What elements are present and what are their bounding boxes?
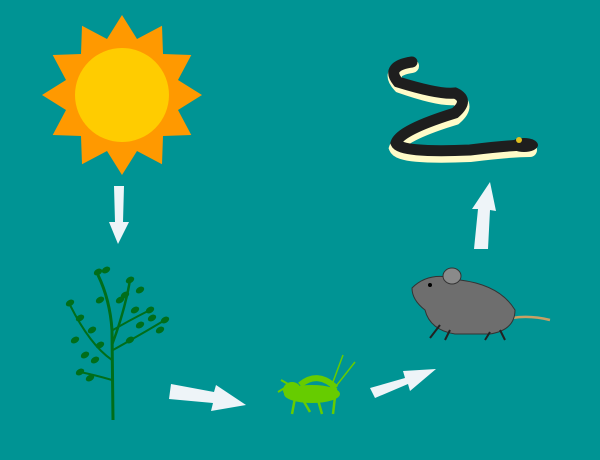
- leaf: [75, 314, 85, 322]
- leaf: [115, 296, 125, 304]
- leaf: [95, 296, 105, 304]
- leaf: [120, 291, 130, 299]
- leaf: [101, 266, 111, 274]
- leaf: [135, 286, 145, 294]
- leaf: [80, 351, 90, 359]
- leaf: [87, 326, 97, 334]
- leaf: [90, 356, 100, 364]
- grasshopper-icon: [277, 354, 356, 415]
- leaf: [155, 326, 165, 334]
- arrow-mouse-to-snake: [472, 182, 496, 249]
- leaf: [160, 316, 170, 324]
- leaf: [70, 336, 80, 344]
- leaf: [135, 321, 145, 329]
- sun-icon: [42, 15, 202, 175]
- leaf: [125, 336, 135, 344]
- leaf: [125, 276, 135, 284]
- leaf: [75, 368, 85, 376]
- leaf: [65, 299, 75, 307]
- arrow-grasshopper-to-mouse: [370, 369, 436, 398]
- leaf: [93, 268, 103, 276]
- leaf: [85, 374, 95, 382]
- snake-icon: [387, 56, 538, 163]
- arrow-sun-to-plant: [109, 186, 129, 244]
- plant-icon: [65, 266, 170, 421]
- leaf: [147, 314, 157, 322]
- arrow-plant-to-grasshopper: [169, 384, 246, 411]
- mouse-icon: [411, 267, 551, 341]
- leaf: [145, 306, 155, 314]
- leaf: [130, 306, 140, 314]
- leaf: [95, 341, 105, 349]
